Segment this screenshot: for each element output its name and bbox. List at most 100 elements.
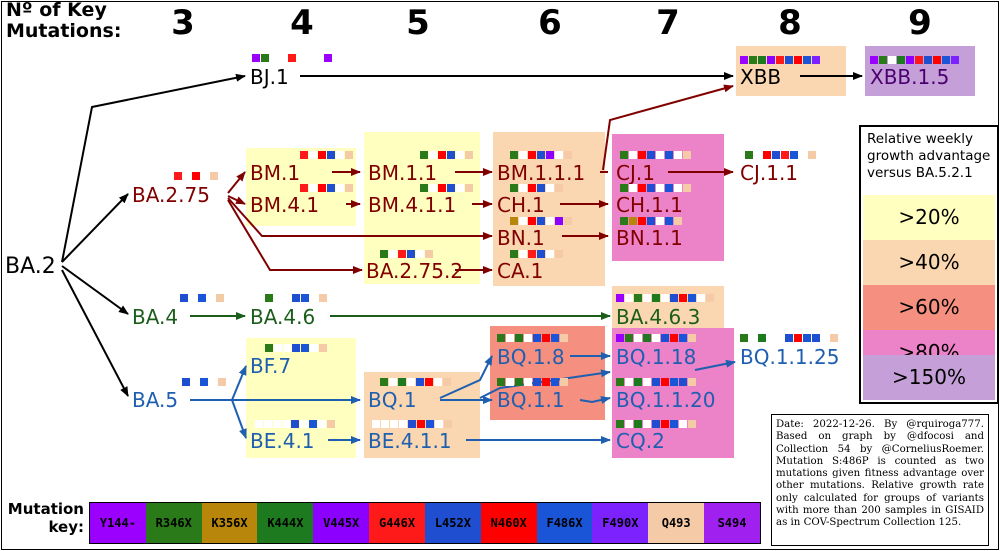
- mutation-markers-bn11: [620, 217, 683, 225]
- node-bq118: BQ.1.18: [616, 345, 697, 369]
- column-number-3: 3: [171, 3, 195, 43]
- mutation-key-y144: Y144-: [90, 503, 146, 543]
- mutation-markers-ba2752: [380, 250, 434, 258]
- node-bq1: BQ.1: [368, 388, 417, 412]
- mutation-markers-bm11: [420, 151, 474, 159]
- mutation-markers-ba4: [180, 294, 225, 302]
- mutation-markers-be41: [255, 420, 336, 428]
- mutation-markers-bm41: [300, 184, 354, 192]
- key-mutations-header: Nº of Key Mutations:: [6, 0, 136, 42]
- mutation-markers-bf7: [265, 344, 328, 352]
- node-ba5: BA.5: [132, 388, 179, 412]
- mutation-key-g446x: G446X: [369, 503, 425, 543]
- node-cj1: CJ.1: [616, 161, 655, 185]
- advantage-box-bq118: [612, 328, 734, 458]
- advantage-box-xbb15: [865, 46, 975, 96]
- mutation-key-label-line2: key:: [48, 518, 84, 536]
- advantage-box-xbb: [736, 46, 846, 96]
- mutation-key-q493: Q493: [648, 503, 705, 543]
- mutation-markers-ba46: [265, 294, 328, 302]
- node-xbb: XBB: [740, 65, 782, 89]
- node-ch1: CH.1: [497, 193, 545, 217]
- mutation-markers-bm1: [300, 151, 354, 159]
- mutation-markers-bj1: [252, 54, 333, 62]
- mutation-markers-ch11: [620, 184, 692, 192]
- node-ba463: BA.4.6.3: [616, 305, 701, 329]
- mutation-key-n460x: N460X: [480, 503, 537, 543]
- legend-level-20: >20%: [863, 195, 995, 240]
- legend-level-60: >60%: [863, 285, 995, 330]
- mutation-markers-ba5: [182, 378, 227, 386]
- node-ba2: BA.2: [5, 254, 56, 279]
- node-ch11: CH.1.1: [616, 193, 683, 217]
- mutation-markers-bn1: [510, 217, 573, 225]
- node-bm41: BM.4.1: [250, 193, 320, 217]
- mutation-markers-cq2: [616, 420, 697, 428]
- mutation-key-f486x: F486X: [536, 503, 593, 543]
- node-bj1: BJ.1: [250, 65, 289, 89]
- node-ba4: BA.4: [132, 305, 179, 329]
- node-xbb15: XBB.1.5: [870, 65, 950, 89]
- mutation-key-k356x: K356X: [201, 503, 258, 543]
- mutation-key-l452x: L452X: [424, 503, 481, 543]
- mutation-key-v445x: V445X: [313, 503, 370, 543]
- node-ba46: BA.4.6: [250, 305, 316, 329]
- column-number-9: 9: [908, 3, 932, 43]
- node-bq18: BQ.1.8: [497, 345, 565, 369]
- advantage-box-ba463: [612, 286, 724, 328]
- mutation-markers-bm111: [510, 151, 573, 159]
- mutation-key-label: Mutation key:: [6, 500, 84, 536]
- node-bn1: BN.1: [497, 226, 545, 250]
- header-line2: Mutations:: [6, 20, 122, 42]
- node-bm1: BM.1: [250, 161, 301, 185]
- node-bm11: BM.1.1: [368, 161, 438, 185]
- mutation-markers-bq118: [616, 334, 697, 342]
- header-line1: Nº of Key: [6, 0, 107, 21]
- node-be41: BE.4.1: [250, 429, 315, 453]
- mutation-markers-cj11: [745, 151, 817, 159]
- node-bm411: BM.4.1.1: [368, 193, 457, 217]
- mutation-markers-ba463: [616, 294, 715, 302]
- mutation-markers-ca1: [510, 250, 564, 258]
- node-be411: BE.4.1.1: [368, 429, 452, 453]
- column-number-7: 7: [656, 3, 680, 43]
- mutation-markers-bq11: [497, 378, 569, 386]
- column-number-8: 8: [778, 3, 802, 43]
- column-number-4: 4: [290, 3, 314, 43]
- credits-note: Date: 2022-12-26. By @rquiroga777. Based…: [771, 414, 989, 546]
- node-bq1125: BQ.1.1.25: [740, 345, 840, 369]
- node-cq2: CQ.2: [616, 429, 665, 453]
- column-number-6: 6: [538, 3, 562, 43]
- legend-level-40: >40%: [863, 240, 995, 285]
- mutation-markers-bq18: [497, 334, 569, 342]
- legend-title: Relative weekly growth advantage versus …: [867, 131, 991, 181]
- mutation-markers-ch1: [510, 184, 564, 192]
- advantage-box-bq1: [364, 372, 480, 458]
- node-ca1: CA.1: [497, 259, 544, 283]
- advantage-box-bf7: [246, 338, 356, 458]
- mutation-markers-bq1: [380, 378, 452, 386]
- node-bm111: BM.1.1.1: [497, 161, 586, 185]
- mutation-markers-xbb15: [870, 56, 960, 64]
- node-bf7: BF.7: [250, 354, 292, 378]
- node-cj11: CJ.1.1: [740, 161, 799, 185]
- growth-advantage-legend: Relative weekly growth advantage versus …: [859, 125, 999, 404]
- mutation-key: Y144- R346X K356X K444X V445X G446X L452…: [89, 502, 761, 544]
- mutation-key-label-line1: Mutation: [7, 500, 84, 518]
- mutation-key-s494: S494: [704, 503, 760, 543]
- mutation-markers-bq1125: [740, 334, 839, 342]
- legend-level-150: >150%: [863, 355, 995, 400]
- mutation-markers-cj1: [620, 151, 692, 159]
- mutation-markers-bm411: [420, 184, 474, 192]
- mutation-markers-bq1120: [616, 378, 697, 386]
- node-ba275: BA.2.75: [132, 183, 210, 207]
- node-bq1120: BQ.1.1.20: [616, 388, 716, 412]
- node-ba2752: BA.2.75.2: [366, 259, 464, 283]
- node-bq11: BQ.1.1: [497, 388, 565, 412]
- column-number-5: 5: [406, 3, 430, 43]
- mutation-markers-be411: [372, 420, 453, 428]
- mutation-key-k444x: K444X: [257, 503, 314, 543]
- mutation-key-r346x: R346X: [145, 503, 202, 543]
